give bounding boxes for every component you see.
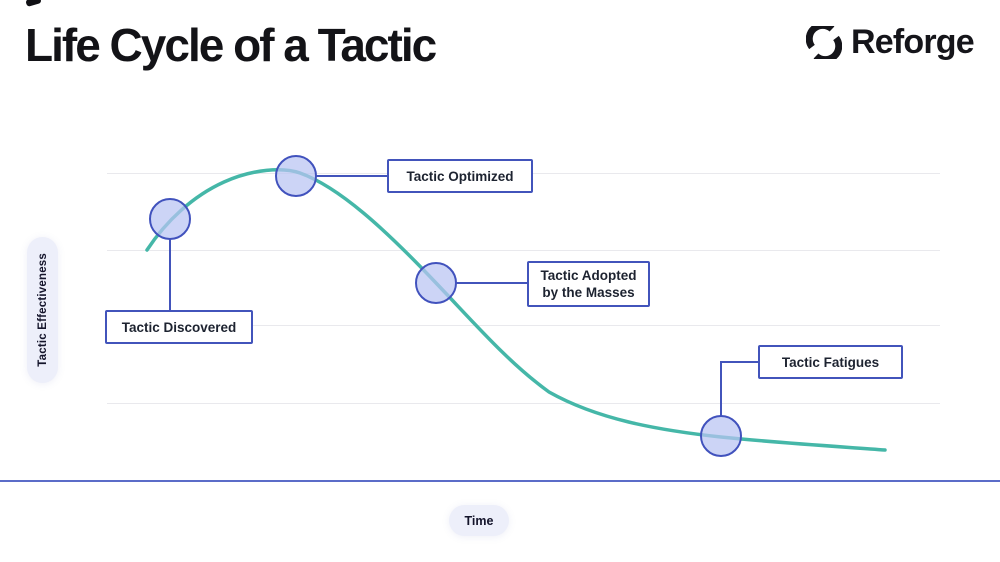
callout-label: Tactic Optimized bbox=[406, 168, 514, 184]
callout-tactic-optimized: Tactic Optimized bbox=[387, 159, 533, 193]
connector-adopted bbox=[456, 282, 528, 284]
curve-point-adopted bbox=[415, 262, 457, 304]
brand-name: Reforge bbox=[851, 23, 975, 61]
x-axis-label: Time bbox=[464, 513, 494, 528]
curve-point-discovered bbox=[149, 198, 191, 240]
callout-tactic-fatigues: Tactic Fatigues bbox=[758, 345, 903, 379]
page-title: Life Cycle of a Tactic bbox=[25, 19, 437, 71]
connector-optimized bbox=[316, 175, 388, 177]
callout-label: Tactic Adopted by the Masses bbox=[540, 268, 637, 300]
gridline bbox=[107, 325, 940, 326]
y-axis-label: Tactic Effectiveness bbox=[36, 253, 49, 367]
callout-tactic-adopted: Tactic Adopted by the Masses bbox=[527, 261, 650, 307]
callout-label: Tactic Discovered bbox=[121, 319, 237, 335]
y-axis-label-pill: Tactic Effectiveness bbox=[27, 237, 58, 383]
brand-logo: Reforge bbox=[806, 22, 975, 62]
gridline bbox=[107, 403, 940, 404]
x-axis-label-pill: Time bbox=[449, 505, 509, 536]
reforge-logo-icon bbox=[806, 25, 842, 59]
connector-fatigues-horizontal bbox=[720, 361, 759, 363]
curve-point-fatigues bbox=[700, 415, 742, 457]
callout-label: Tactic Fatigues bbox=[781, 354, 880, 370]
lifecycle-curve bbox=[145, 168, 887, 452]
curve-point-optimized bbox=[275, 155, 317, 197]
x-axis-line bbox=[0, 480, 1000, 482]
gridline bbox=[107, 250, 940, 251]
connector-discovered bbox=[169, 239, 171, 311]
connector-fatigues-vertical bbox=[720, 361, 722, 416]
callout-tactic-discovered: Tactic Discovered bbox=[105, 310, 253, 344]
